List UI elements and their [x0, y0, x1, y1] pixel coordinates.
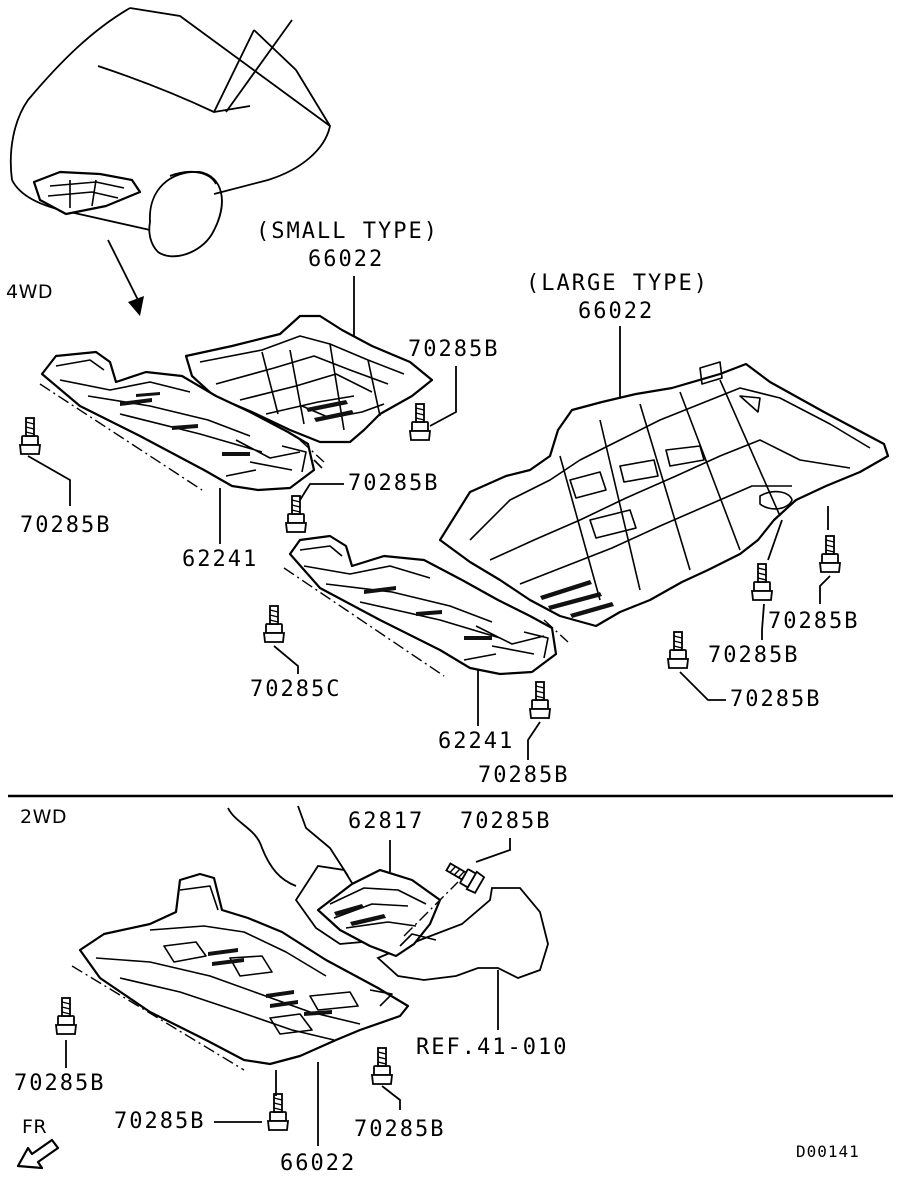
part-number-label: 70285B — [354, 1117, 446, 1142]
skid-plate-66022-2wd — [78, 872, 410, 1066]
part-number-label: 70285B — [114, 1109, 206, 1134]
part-number-label: 70285B — [460, 809, 552, 834]
part-number-label: 66022 — [308, 247, 385, 272]
center-line — [543, 619, 569, 643]
center-line — [299, 439, 325, 463]
large-type-cover — [438, 361, 890, 628]
part-number-label: 62241 — [438, 729, 515, 754]
splash-shield-62817 — [316, 868, 459, 958]
leader-lines-2wd — [65, 838, 511, 1146]
part-number-label: 66022 — [280, 1151, 357, 1176]
skid-plate-62241-lower — [288, 534, 558, 676]
part-number-label: 62817 — [348, 809, 425, 834]
large-type-label: (LARGE TYPE) — [526, 271, 709, 296]
vehicle-outline — [9, 7, 331, 316]
center-line — [283, 567, 445, 677]
part-number-label: 70285C — [250, 677, 342, 702]
center-line — [39, 383, 203, 491]
section-label-4wd: 4WD — [6, 281, 54, 303]
front-arrow-icon — [16, 1138, 60, 1170]
part-number-label: 62241 — [182, 547, 259, 572]
reference-label: REF.41-010 — [416, 1035, 569, 1060]
diagram-id: D00141 — [796, 1142, 860, 1161]
small-type-label: (SMALL TYPE) — [256, 219, 439, 244]
front-direction-label: FR — [22, 1116, 48, 1138]
section-label-2wd: 2WD — [20, 806, 68, 828]
part-number-label: 70285B — [478, 763, 570, 788]
part-number-label: 66022 — [578, 299, 655, 324]
part-number-label: 70285B — [730, 687, 822, 712]
center-line — [71, 965, 245, 1071]
part-number-label: 70285B — [408, 337, 500, 362]
part-number-label: 70285B — [20, 513, 112, 538]
part-number-label: 70285B — [768, 609, 860, 634]
part-number-label: 70285B — [708, 643, 800, 668]
skid-plate-62241-upper — [40, 350, 323, 492]
part-number-label: 70285B — [348, 471, 440, 496]
leader-lines-4wd — [27, 276, 831, 760]
part-number-label: 70285B — [14, 1071, 106, 1096]
